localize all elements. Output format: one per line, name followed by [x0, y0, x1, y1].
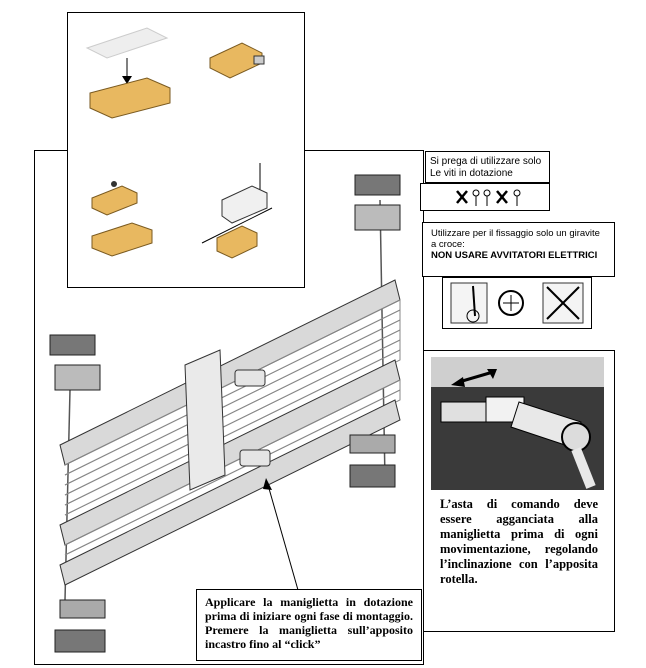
- screwdriver-note-line3: NON USARE AVVITATORI ELETTRICI: [431, 250, 598, 261]
- screwdriver-panel: [442, 277, 592, 329]
- screw-types-panel: [420, 183, 550, 211]
- screwdriver-note-line2: a croce:: [431, 239, 465, 250]
- wand-caption: L’asta di comando deve essere agganciata…: [440, 497, 598, 586]
- wand-handle-photo: [431, 357, 604, 490]
- screwdriver-note: Utilizzare per il fissaggio solo un gira…: [422, 222, 615, 277]
- pleated-blind-illustration: [49, 174, 401, 653]
- screws-note-line1: Si prega di utilizzare solo: [430, 156, 542, 167]
- screw-types-icon: [456, 189, 521, 206]
- screwdriver-note-line1: Utilizzare per il fissaggio solo un gira…: [431, 228, 600, 239]
- bracket-assembly-illustration: [85, 27, 273, 259]
- screws-note-line2: Le viti in dotazione: [430, 168, 513, 179]
- handle-caption: Applicare la maniglietta in dotazione pr…: [205, 595, 413, 651]
- handle-instruction-box: Applicare la maniglietta in dotazione pr…: [196, 589, 422, 661]
- screwdriver-icons: [450, 282, 584, 324]
- screws-note: Si prega di utilizzare solo Le viti in d…: [425, 151, 550, 183]
